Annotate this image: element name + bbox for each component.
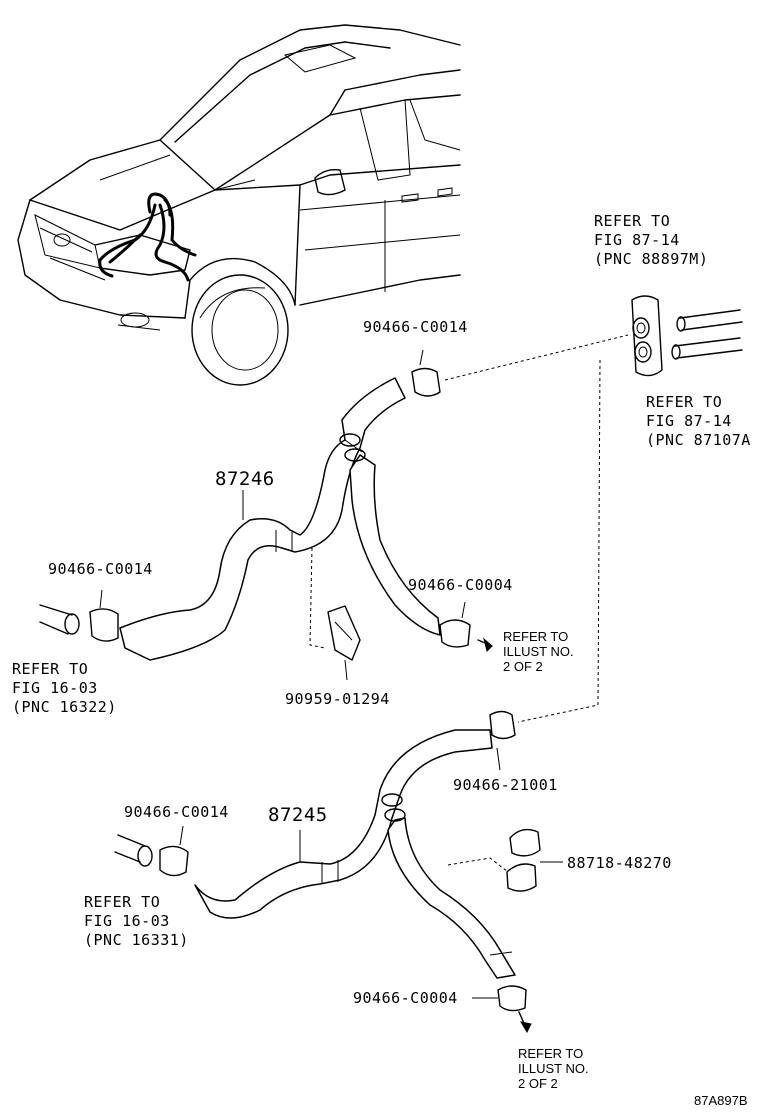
clamp-lower-joint xyxy=(381,793,406,822)
ref-87107-line1: REFER TO xyxy=(646,393,723,411)
clamp-lower-side xyxy=(447,828,563,892)
part-label-clip: 90959-01294 xyxy=(285,690,390,708)
ref-16331-line1: REFER TO xyxy=(84,893,161,911)
part-label-lower-hose: 87245 xyxy=(268,804,328,826)
ref-16322-line2: FIG 16-03 xyxy=(12,679,98,697)
leader-grommet-upper xyxy=(444,334,629,381)
clamp-upper-right xyxy=(439,601,493,652)
ref-87107: REFER TO FIG 87-14 (PNC 87107A xyxy=(646,393,751,450)
part-label-clamp-upper-right: 90466-C0004 xyxy=(408,576,513,594)
clamp-lower-right xyxy=(472,985,532,1034)
upper-left-pipe xyxy=(39,589,119,642)
diagram-code: 87A897B xyxy=(694,1093,748,1108)
upper-hose-87246 xyxy=(119,377,441,661)
clamp-upper-joint xyxy=(339,433,366,462)
ref-illust-upper: REFER TO ILLUST NO. 2 OF 2 xyxy=(503,629,574,674)
ref-16322-line1: REFER TO xyxy=(12,660,89,678)
lower-left-pipe xyxy=(114,825,189,877)
part-label-clamp-lower-right: 90466-C0004 xyxy=(353,989,458,1007)
ref-illust-lower-line1: REFER TO xyxy=(518,1046,584,1061)
ref-illust-upper-line3: 2 OF 2 xyxy=(503,659,543,674)
part-label-clamp-upper-top: 90466-C0014 xyxy=(363,318,468,336)
ref-88897m-line3: (PNC 88897M) xyxy=(594,250,709,268)
part-label-clamp-lower-top: 90466-21001 xyxy=(453,776,558,794)
part-label-clamp-lower-side: 88718-48270 xyxy=(567,854,672,872)
part-label-clamp-lower-left: 90466-C0014 xyxy=(124,803,229,821)
ref-illust-lower-line3: 2 OF 2 xyxy=(518,1076,558,1091)
clip-90959 xyxy=(309,547,361,681)
vehicle-illustration xyxy=(17,24,461,386)
ref-16331-line2: FIG 16-03 xyxy=(84,912,170,930)
ref-illust-lower-line2: ILLUST NO. xyxy=(518,1061,589,1076)
lower-hose-87245 xyxy=(194,729,516,979)
ref-87107-line2: FIG 87-14 xyxy=(646,412,732,430)
ref-illust-upper-line1: REFER TO xyxy=(503,629,569,644)
part-label-clamp-upper-left: 90466-C0014 xyxy=(48,560,153,578)
ref-illust-upper-line2: ILLUST NO. xyxy=(503,644,574,659)
clamp-upper-top xyxy=(411,349,441,397)
ref-illust-lower: REFER TO ILLUST NO. 2 OF 2 xyxy=(518,1046,589,1091)
ref-16331-line3: (PNC 16331) xyxy=(84,931,189,949)
ref-16331: REFER TO FIG 16-03 (PNC 16331) xyxy=(84,893,189,950)
clamp-lower-top xyxy=(489,710,516,740)
ref-16322-line3: (PNC 16322) xyxy=(12,698,117,716)
heater-grommet xyxy=(631,295,743,377)
ref-88897m-line2: FIG 87-14 xyxy=(594,231,680,249)
ref-88897m: REFER TO FIG 87-14 (PNC 88897M) xyxy=(594,212,708,269)
part-label-upper-hose: 87246 xyxy=(215,468,275,490)
ref-87107-line3: (PNC 87107A xyxy=(646,431,751,449)
ref-88897m-line1: REFER TO xyxy=(594,212,671,230)
ref-16322: REFER TO FIG 16-03 (PNC 16322) xyxy=(12,660,117,717)
leader-grommet-lower xyxy=(517,359,601,723)
